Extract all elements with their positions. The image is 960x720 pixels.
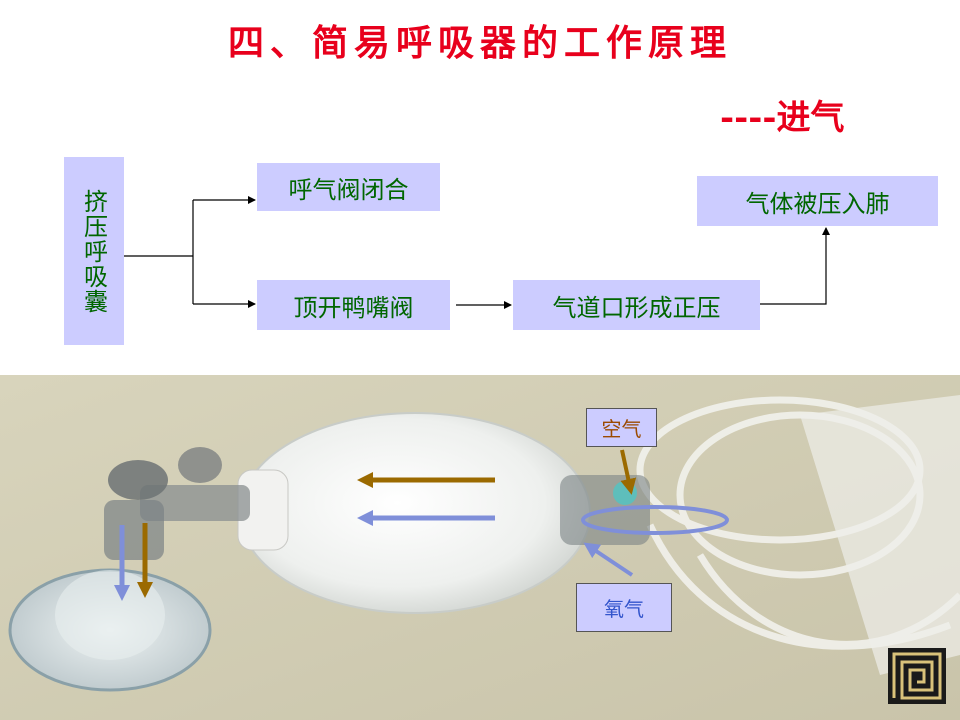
air-label: 空气 [601, 417, 642, 441]
lungs-box: 气体被压入肺 [697, 176, 938, 226]
exhale-valve-label: 呼气阀闭合 [288, 175, 409, 204]
arrow-to-lungs [760, 227, 830, 305]
resuscitator-photo [0, 375, 960, 720]
squeeze-bag-label: 挤压呼吸囊 [79, 188, 108, 314]
exhale-valve-box: 呼气阀闭合 [257, 163, 440, 211]
reservoir-bag [800, 395, 960, 675]
pressure-valve [178, 447, 222, 483]
patient-valve [108, 460, 168, 500]
air-label-arrow [620, 449, 637, 495]
squeeze-bag-box: 挤压呼吸囊 [64, 157, 124, 345]
positive-pressure-label: 气道口形成正压 [552, 293, 721, 322]
oxygen-label-box: 氧气 [576, 583, 672, 632]
lungs-label: 气体被压入肺 [745, 189, 890, 218]
slide-subtitle: ----进气 [720, 98, 845, 138]
squeeze-bag [239, 412, 591, 614]
oxygen-label-arrow [583, 542, 634, 577]
positive-pressure-box: 气道口形成正压 [513, 280, 760, 330]
slide-title: 四、简易呼吸器的工作原理 [227, 22, 732, 64]
oxygen-label: 氧气 [604, 597, 644, 621]
duckbill-valve-box: 顶开鸭嘴阀 [257, 280, 450, 330]
air-label-box: 空气 [586, 408, 657, 447]
spiral-logo-icon [888, 648, 946, 704]
flow-connectors [124, 196, 830, 309]
valve-body [140, 485, 250, 521]
intake-swirl [581, 505, 729, 535]
duckbill-valve-label: 顶开鸭嘴阀 [293, 293, 414, 322]
